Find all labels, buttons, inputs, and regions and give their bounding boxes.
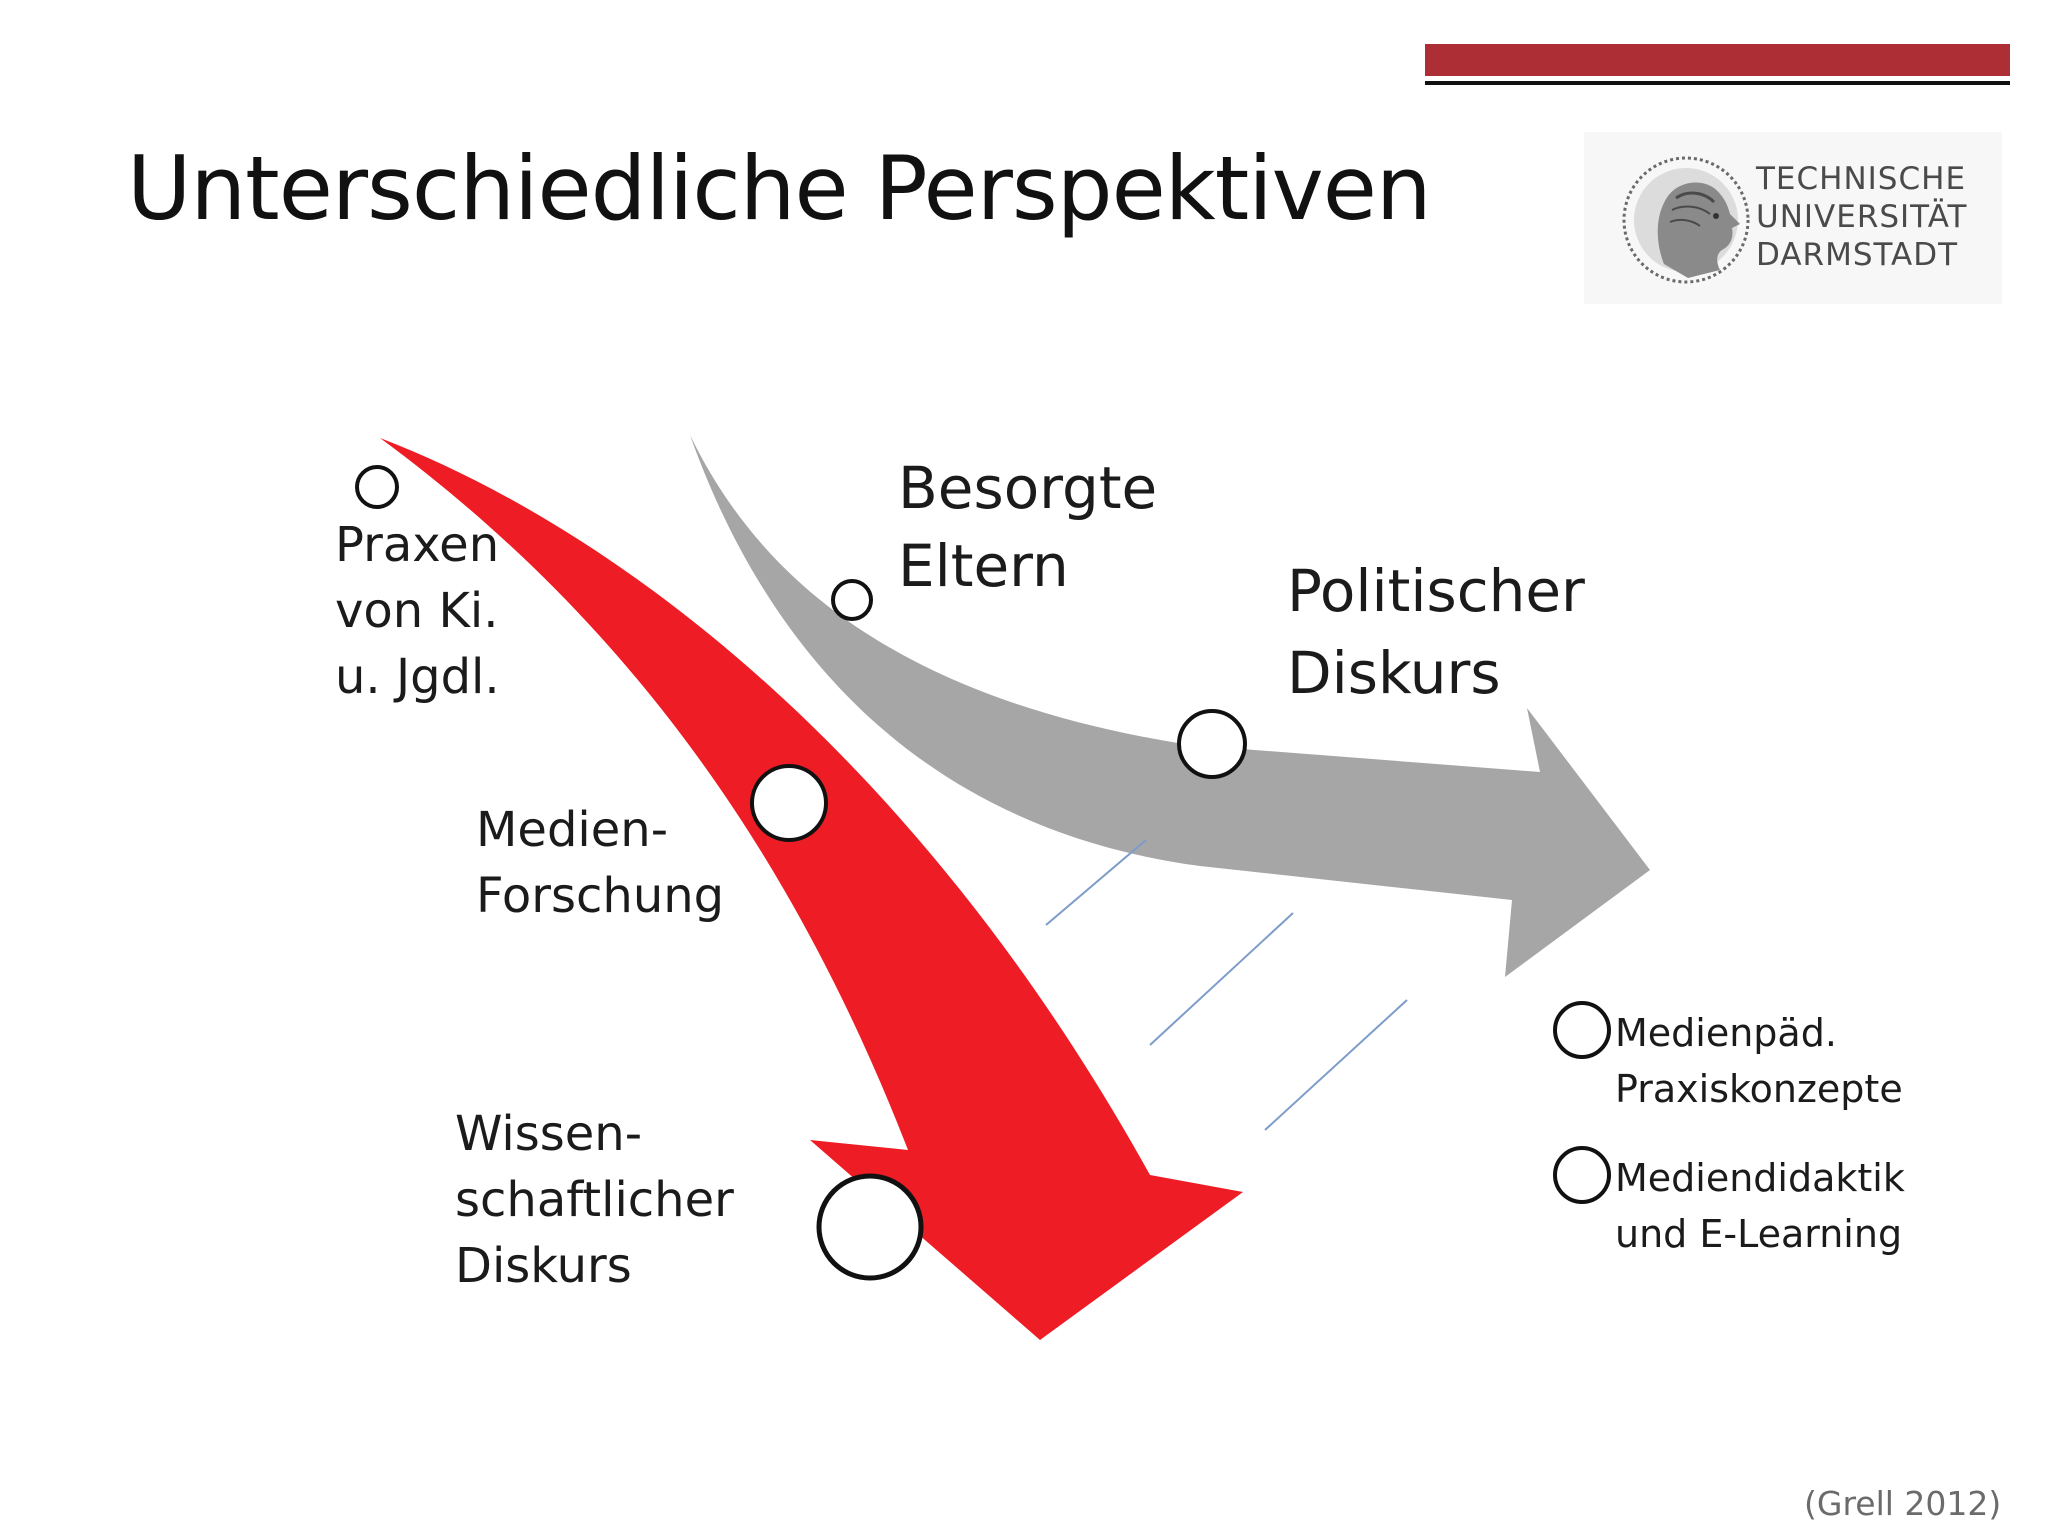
label-medienforschung: Medien- Forschung	[476, 797, 724, 929]
label-politisch: Politischer Diskurs	[1287, 550, 1585, 714]
logo-wordmark: TECHNISCHE UNIVERSITÄT DARMSTADT	[1756, 160, 1967, 274]
header-red-bar	[1425, 44, 2010, 76]
label-wissenschaftlich-line-3: Diskurs	[455, 1238, 632, 1294]
label-eltern: Besorgte Eltern	[898, 449, 1157, 605]
label-eltern-line-1: Besorgte	[898, 454, 1158, 522]
label-politisch-line-2: Diskurs	[1287, 639, 1501, 707]
marker-praxen	[355, 465, 399, 509]
label-eltern-line-2: Eltern	[898, 532, 1069, 600]
citation: (Grell 2012)	[1804, 1484, 2002, 1523]
header-thin-line	[1425, 81, 2010, 85]
label-wissenschaftlich: Wissen- schaftlicher Diskurs	[455, 1101, 734, 1299]
connector-line	[1149, 912, 1294, 1046]
red-arrow	[380, 438, 1243, 1340]
label-praxen-line-3: u. Jgdl.	[335, 649, 500, 705]
label-praxen: Praxen von Ki. u. Jgdl.	[335, 512, 500, 710]
label-wissenschaftlich-line-1: Wissen-	[455, 1106, 643, 1162]
label-medienpaed: Medienpäd. Praxiskonzepte	[1615, 1005, 1903, 1117]
marker-wissenschaftlich	[816, 1173, 924, 1281]
label-mediendidaktik-line-1: Mediendidaktik	[1615, 1156, 1905, 1200]
label-medienpaed-line-1: Medienpäd.	[1615, 1011, 1837, 1055]
label-medienpaed-line-2: Praxiskonzepte	[1615, 1067, 1903, 1111]
label-mediendidaktik: Mediendidaktik und E-Learning	[1615, 1150, 1905, 1262]
label-praxen-line-1: Praxen	[335, 517, 500, 573]
marker-eltern	[831, 579, 873, 621]
label-medienforschung-line-2: Forschung	[476, 868, 725, 924]
connector-line	[1264, 999, 1408, 1131]
logo-line-1: TECHNISCHE	[1756, 161, 1967, 197]
label-medienforschung-line-1: Medien-	[476, 802, 669, 858]
label-wissenschaftlich-line-2: schaftlicher	[455, 1172, 734, 1228]
label-praxen-line-2: von Ki.	[335, 583, 499, 639]
logo-line-2: UNIVERSITÄT	[1756, 199, 1968, 235]
university-logo: TECHNISCHE UNIVERSITÄT DARMSTADT	[1584, 132, 2002, 304]
connector-line	[1045, 839, 1147, 926]
slide-title: Unterschiedliche Perspektiven	[127, 137, 1432, 240]
athene-seal-icon	[1622, 156, 1750, 284]
marker-medienforschung	[750, 764, 828, 842]
marker-politisch	[1177, 709, 1247, 779]
label-politisch-line-1: Politischer	[1287, 557, 1585, 625]
logo-line-3: DARMSTADT	[1756, 237, 1959, 273]
marker-mediendidaktik	[1553, 1146, 1611, 1204]
header-accent-bar	[1425, 44, 2010, 85]
label-mediendidaktik-line-2: und E-Learning	[1615, 1212, 1903, 1256]
gray-arrow	[690, 435, 1650, 977]
marker-medienpaed	[1553, 1001, 1611, 1059]
